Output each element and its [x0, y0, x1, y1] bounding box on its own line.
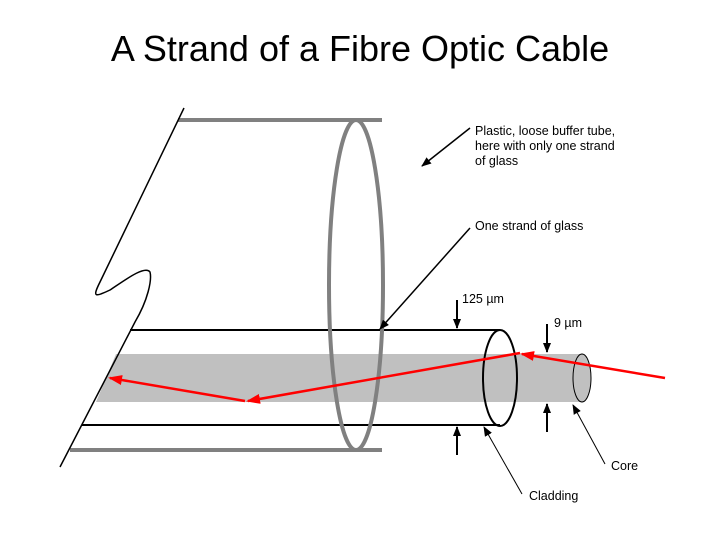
core-diameter-label: 9 µm — [554, 316, 583, 330]
buffer-tube-pointer-arrow — [421, 127, 471, 167]
tube-end-ellipse — [327, 118, 385, 452]
cladding-pointer-arrow — [483, 426, 523, 495]
core-label: Core — [611, 459, 639, 473]
cladding-label: Cladding — [529, 489, 579, 503]
core-pointer-arrow — [572, 404, 606, 465]
cladding-end-ellipse — [482, 329, 518, 427]
buffer-tube-label: Plastic, loose buffer tube, here with on… — [475, 124, 616, 168]
cladding-diameter-label: 125 µm — [462, 292, 504, 306]
core-end-ellipse — [572, 353, 592, 403]
cut-edge — [59, 107, 185, 468]
diagram-title: A Strand of a Fibre Optic Cable — [110, 28, 610, 69]
light-ray-reflected-1 — [246, 351, 521, 404]
glass-strand-label: One strand of glass — [475, 219, 584, 233]
light-ray-reflected-2 — [108, 375, 246, 403]
glass-strand-pointer-arrow — [379, 227, 471, 330]
core-band — [96, 354, 582, 402]
light-ray-incoming — [520, 351, 666, 380]
